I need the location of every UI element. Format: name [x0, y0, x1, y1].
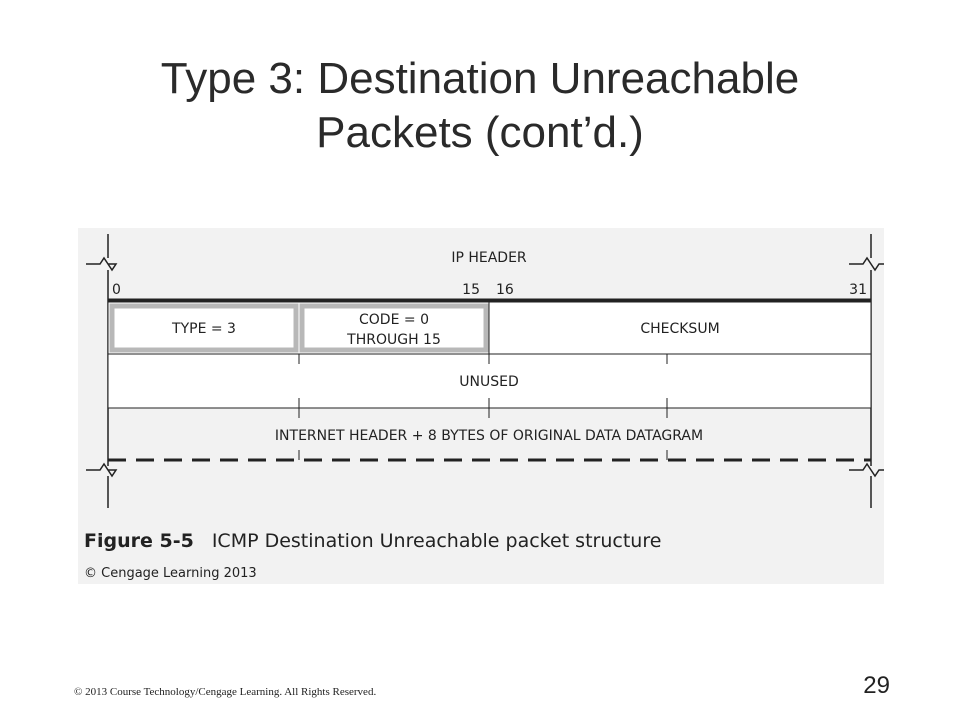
figure-caption: Figure 5-5 ICMP Destination Unreachable p…: [84, 530, 661, 552]
checksum-field-label: CHECKSUM: [640, 321, 719, 337]
slide-title-line-1: Type 3: Destination Unreachable: [160, 54, 800, 103]
bit-label-31: 31: [849, 282, 867, 298]
bit-label-16: 16: [496, 282, 514, 298]
bit-label-15: 15: [462, 282, 480, 298]
figure-number: Figure 5-5: [84, 530, 194, 552]
slide-title-line-2: Packets (cont’d.): [316, 108, 644, 157]
left-break-mark-bottom: [86, 462, 118, 478]
page-number: 29: [863, 672, 890, 699]
bit-label-0: 0: [112, 282, 121, 298]
type-field-box: [109, 303, 299, 353]
footer-copyright: © 2013 Course Technology/Cengage Learnin…: [74, 686, 377, 698]
figure-caption-text: ICMP Destination Unreachable packet stru…: [211, 530, 662, 552]
slide-title: Type 3: Destination Unreachable Packets …: [0, 52, 960, 160]
packet-structure-diagram: IP HEADER 0 15 16 31 TYPE = 3 CODE = 0 T…: [86, 234, 884, 508]
right-break-mark-top: [849, 256, 884, 272]
code-field-box: [299, 303, 489, 353]
left-break-mark-top: [86, 256, 118, 272]
code-field-label-line-2: THROUGH 15: [346, 332, 441, 348]
ip-header-label: IP HEADER: [451, 250, 527, 266]
right-break-mark-bottom: [849, 462, 884, 478]
datagram-field-label: INTERNET HEADER + 8 BYTES OF ORIGINAL DA…: [275, 428, 703, 444]
figure-panel: IP HEADER 0 15 16 31 TYPE = 3 CODE = 0 T…: [78, 228, 884, 584]
type-field-label: TYPE = 3: [171, 321, 236, 337]
unused-field-label: UNUSED: [459, 374, 518, 390]
figure-copyright: © Cengage Learning 2013: [84, 566, 257, 581]
code-field-label-line-1: CODE = 0: [359, 312, 429, 328]
